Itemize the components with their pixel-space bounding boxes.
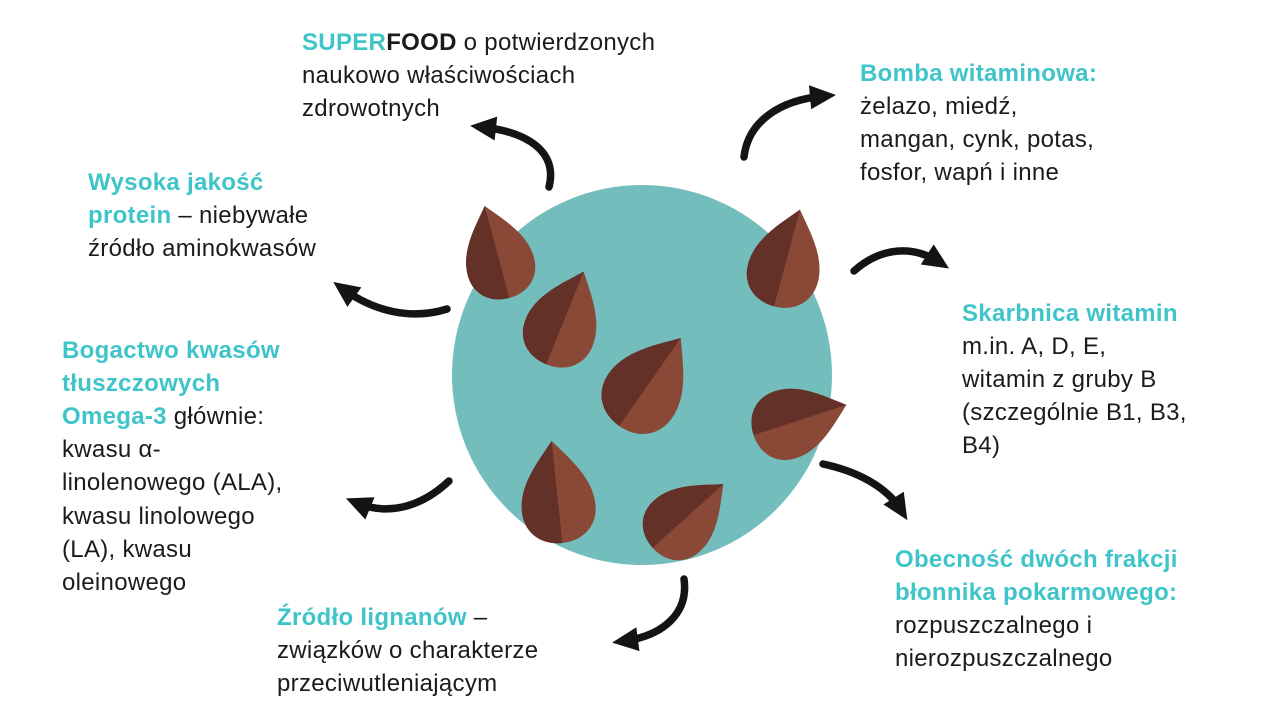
arrow-to-skarbnica-witamin <box>850 244 950 275</box>
arrow-to-bogactwo-omega3 <box>345 477 453 520</box>
arrow-to-wysoka-jakosc <box>333 282 451 318</box>
callout-obecnosc-blonnika: Obecność dwóch frakcji błonnika pokarmow… <box>895 543 1235 675</box>
callout-body: rozpuszczalnego i nierozpuszczalnego <box>895 612 1113 673</box>
callout-wysoka-jakosc-protein: Wysoka jakość protein – niebywałe źródło… <box>88 166 398 265</box>
callout-body: głównie: kwasu α- linolenowego (ALA), kw… <box>62 403 283 596</box>
arrow-to-obecnosc-blonnika <box>819 460 908 521</box>
arrow-to-superfood <box>470 116 555 191</box>
callout-heading-accent: Obecność dwóch frakcji błonnika pokarmow… <box>895 546 1178 607</box>
callout-heading-accent: Skarbnica witamin <box>962 300 1178 327</box>
callout-bomba-witaminowa: Bomba witaminowa: żelazo, miedź, mangan, … <box>860 57 1190 189</box>
callout-superfood: SUPERFOOD o potwierdzonych naukowo właśc… <box>302 26 732 125</box>
callout-heading-accent: Bogactwo kwasów tłuszczowych Omega-3 <box>62 337 280 431</box>
callout-bogactwo-omega3: Bogactwo kwasów tłuszczowych Omega-3 głó… <box>62 334 352 599</box>
callout-body: żelazo, miedź, mangan, cynk, potas, fosf… <box>860 93 1095 187</box>
callout-body: – niebywałe źródło aminokwasów <box>88 202 317 263</box>
callout-skarbnica-witamin: Skarbnica witamin m.in. A, D, E, witamin … <box>962 297 1262 463</box>
callout-body: – związków o charakterze przeciwutleniaj… <box>277 604 539 698</box>
callout-zrodlo-lignanow: Źródło lignanów – związków o charakterze… <box>277 601 617 700</box>
callout-heading-accent: Źródło lignanów <box>277 604 467 631</box>
callout-heading-accent: Bomba witaminowa: <box>860 60 1098 87</box>
callout-heading-accent: SUPER <box>302 29 387 56</box>
callout-heading-dark: FOOD <box>386 29 457 56</box>
arrow-to-zrodlo-lignanow <box>612 575 689 652</box>
callout-body: o potwierdzonych naukowo właściwościach … <box>302 29 656 123</box>
arrow-to-bomba-witaminowa <box>740 85 836 161</box>
callout-body: m.in. A, D, E, witamin z gruby B (szczeg… <box>962 333 1187 460</box>
callout-heading-accent: Wysoka jakość protein <box>88 169 264 230</box>
